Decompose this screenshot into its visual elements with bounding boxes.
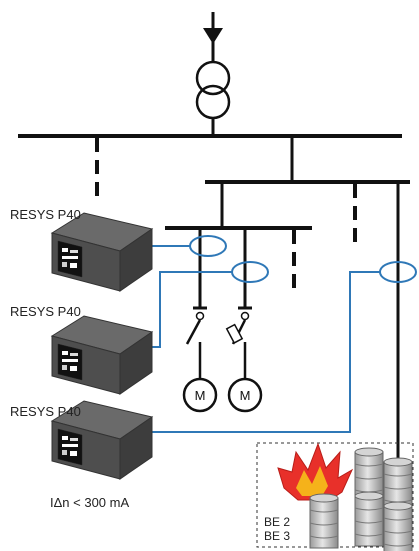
device-label-3: RESYS P40 xyxy=(10,404,81,419)
resys-p40-device-1 xyxy=(51,212,153,292)
fire-zone-label-1: BE 2 xyxy=(264,515,291,529)
resys-p40-device-2 xyxy=(51,315,153,395)
motor-label: M xyxy=(195,388,206,403)
current-sensor-rings xyxy=(189,235,417,283)
fire-zone-label-2: BE 3 xyxy=(264,529,291,543)
residual-current-label: IΔn < 300 mA xyxy=(50,495,130,510)
motor-branch-1 xyxy=(185,228,207,378)
fuse-switch-icon xyxy=(225,319,247,345)
motor-icon: M xyxy=(182,377,218,413)
motor-branch-2 xyxy=(225,228,252,378)
device-label-1: RESYS P40 xyxy=(10,207,81,222)
incoming-feeder xyxy=(203,12,223,62)
storage-barrels-icon xyxy=(309,447,413,551)
transformer-icon xyxy=(195,60,231,120)
motor-icon: M xyxy=(227,377,263,413)
motor-label: M xyxy=(240,388,251,403)
device-label-2: RESYS P40 xyxy=(10,304,81,319)
fire-icon xyxy=(277,442,354,501)
sensor-wires xyxy=(150,245,380,433)
